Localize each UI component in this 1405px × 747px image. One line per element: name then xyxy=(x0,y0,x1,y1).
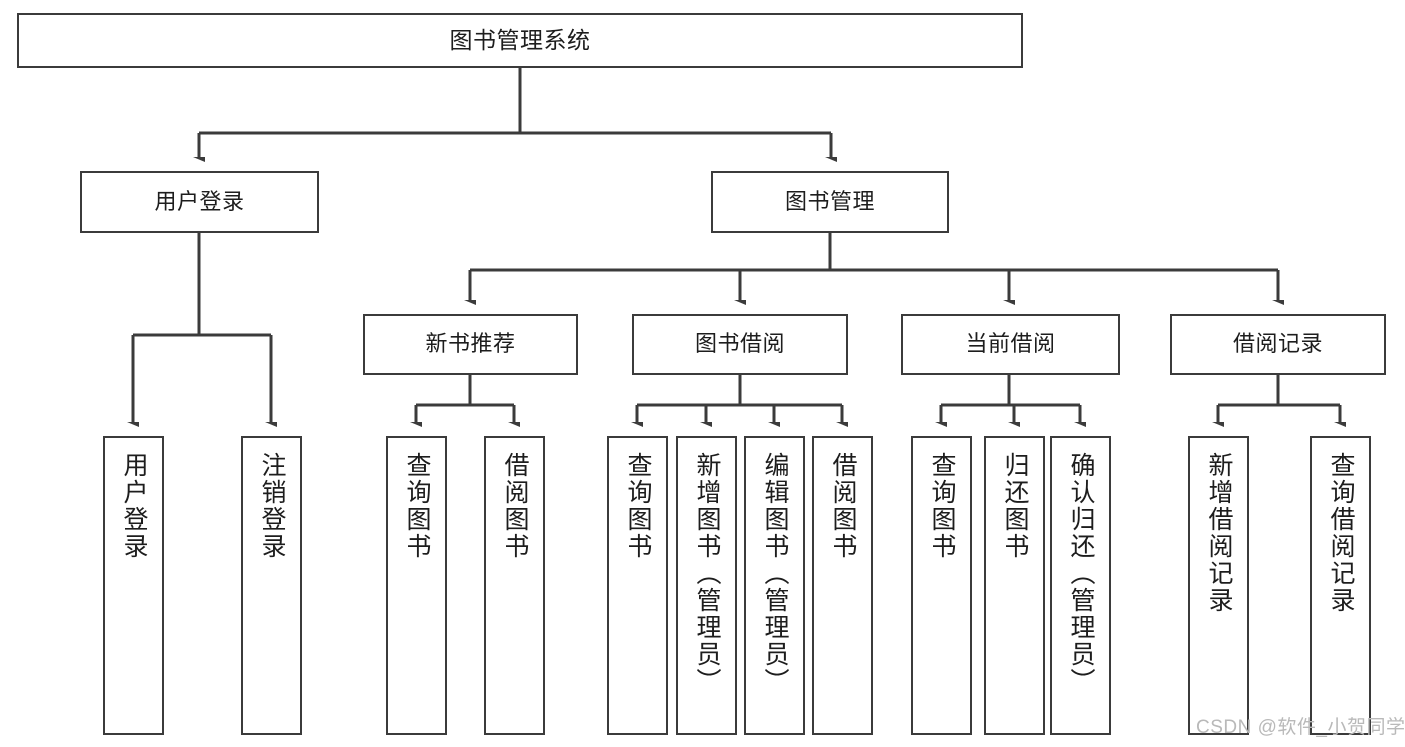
leaf-logout[interactable]: 注销登录 xyxy=(241,436,302,735)
leaf-borrow-book-label: 借阅图书 xyxy=(829,452,857,560)
leaf-query-book-borrow-label: 查询图书 xyxy=(624,452,652,560)
node-borrow-record-label: 借阅记录 xyxy=(1232,331,1323,357)
leaf-add-borrow-record[interactable]: 新增借阅记录 xyxy=(1188,436,1249,735)
node-new-book-recommend[interactable]: 新书推荐 xyxy=(363,314,578,375)
leaf-return-book-label: 归还图书 xyxy=(1001,452,1029,560)
leaf-confirm-return-admin[interactable]: 确认归还（管理员） xyxy=(1050,436,1111,735)
node-current-borrow[interactable]: 当前借阅 xyxy=(901,314,1120,375)
leaf-return-book[interactable]: 归还图书 xyxy=(984,436,1045,735)
node-book-management-label: 图书管理 xyxy=(784,188,875,214)
leaf-query-borrow-record[interactable]: 查询借阅记录 xyxy=(1310,436,1371,735)
leaf-borrow-book-newbook-label: 借阅图书 xyxy=(501,452,529,560)
leaf-edit-book-admin-label: 编辑图书（管理员） xyxy=(761,452,789,695)
node-user-login[interactable]: 用户登录 xyxy=(80,171,319,233)
node-book-borrow-label: 图书借阅 xyxy=(694,331,785,357)
node-book-management[interactable]: 图书管理 xyxy=(711,171,949,233)
leaf-query-book-borrow[interactable]: 查询图书 xyxy=(607,436,668,735)
leaf-confirm-return-admin-label: 确认归还（管理员） xyxy=(1067,452,1095,695)
leaf-add-book-admin-label: 新增图书（管理员） xyxy=(693,452,721,695)
leaf-user-login[interactable]: 用户登录 xyxy=(103,436,164,735)
leaf-query-book-current-label: 查询图书 xyxy=(928,452,956,560)
leaf-query-book-newbook-label: 查询图书 xyxy=(403,452,431,560)
node-book-borrow[interactable]: 图书借阅 xyxy=(632,314,848,375)
leaf-edit-book-admin[interactable]: 编辑图书（管理员） xyxy=(744,436,805,735)
leaf-add-book-admin[interactable]: 新增图书（管理员） xyxy=(676,436,737,735)
node-root[interactable]: 图书管理系统 xyxy=(17,13,1023,68)
leaf-borrow-book-newbook[interactable]: 借阅图书 xyxy=(484,436,545,735)
leaf-query-borrow-record-label: 查询借阅记录 xyxy=(1327,452,1355,614)
node-new-book-recommend-label: 新书推荐 xyxy=(425,331,516,357)
leaf-add-borrow-record-label: 新增借阅记录 xyxy=(1205,452,1233,614)
node-root-label: 图书管理系统 xyxy=(449,26,591,53)
leaf-logout-label: 注销登录 xyxy=(258,452,286,560)
leaf-query-book-newbook[interactable]: 查询图书 xyxy=(386,436,447,735)
leaf-query-book-current[interactable]: 查询图书 xyxy=(911,436,972,735)
leaf-user-login-label: 用户登录 xyxy=(120,452,148,560)
leaf-borrow-book[interactable]: 借阅图书 xyxy=(812,436,873,735)
node-current-borrow-label: 当前借阅 xyxy=(965,331,1056,357)
node-borrow-record[interactable]: 借阅记录 xyxy=(1170,314,1386,375)
node-user-login-label: 用户登录 xyxy=(154,188,245,214)
csdn-watermark: CSDN @软件_小贺同学 xyxy=(1196,717,1405,738)
